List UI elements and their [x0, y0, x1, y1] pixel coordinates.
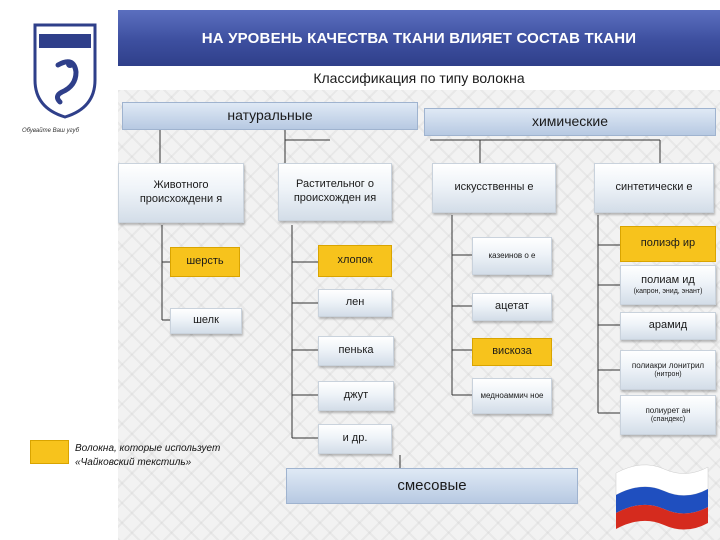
category-natural: натуральные	[122, 102, 418, 130]
fiber-polyamide-note: (капрон, энид, энант)	[633, 287, 703, 295]
subcategory-artificial: искусственны е	[432, 163, 556, 213]
fiber-polyamide: полиам ид (капрон, энид, энант)	[620, 265, 716, 305]
category-blended: смесовые	[286, 468, 578, 504]
fiber-casein: казеинов о е	[472, 237, 552, 275]
category-chemical: химические	[424, 108, 716, 136]
slide-title: НА УРОВЕНЬ КАЧЕСТВА ТКАНИ ВЛИЯЕТ СОСТАВ …	[118, 10, 720, 69]
fiber-wool: шерсть	[170, 247, 240, 277]
shield-logo-icon	[33, 23, 97, 119]
subcategory-animal: Животного происхождени я	[118, 163, 244, 223]
fiber-polyurethane-label: полиурет ан	[645, 405, 691, 415]
fiber-silk: шелк	[170, 308, 242, 334]
fiber-polyamide-label: полиам ид	[641, 273, 695, 286]
subcategory-synthetic: синтетически е	[594, 163, 714, 213]
fiber-cotton: хлопок	[318, 245, 392, 277]
diagram-subtitle: Классификация по типу волокна	[118, 66, 720, 90]
fiber-polyacrylonitrile-label: полиакри лонитрил	[631, 360, 705, 370]
fiber-copper-ammonia: медноаммич ное	[472, 378, 552, 414]
fiber-polyurethane-note: (спандекс)	[650, 415, 686, 423]
legend-swatch	[30, 440, 69, 464]
fiber-other: и др.	[318, 424, 392, 454]
fiber-acetate: ацетат	[472, 293, 552, 321]
fiber-jute: джут	[318, 381, 394, 411]
fiber-aramid: арамид	[620, 312, 716, 340]
fiber-viscose: вискоза	[472, 338, 552, 366]
brand-logo	[30, 20, 100, 120]
fiber-linen: лен	[318, 289, 392, 317]
subcategory-plant: Растительног о происхожден ия	[278, 163, 392, 221]
fiber-polyacrylonitrile-note: (нитрон)	[654, 370, 682, 378]
russian-flag-icon	[615, 464, 709, 530]
fiber-polyacrylonitrile: полиакри лонитрил (нитрон)	[620, 350, 716, 390]
fiber-polyester: полиэф ир	[620, 226, 716, 262]
fiber-polyester-label: полиэф ир	[640, 237, 696, 250]
fiber-hemp: пенька	[318, 336, 394, 366]
fiber-polyurethane: полиурет ан (спандекс)	[620, 395, 716, 435]
logo-tagline: Обувайте Ваш угуб	[22, 128, 80, 134]
legend-text: Волокна, которые использует «Чайковский …	[75, 443, 221, 468]
